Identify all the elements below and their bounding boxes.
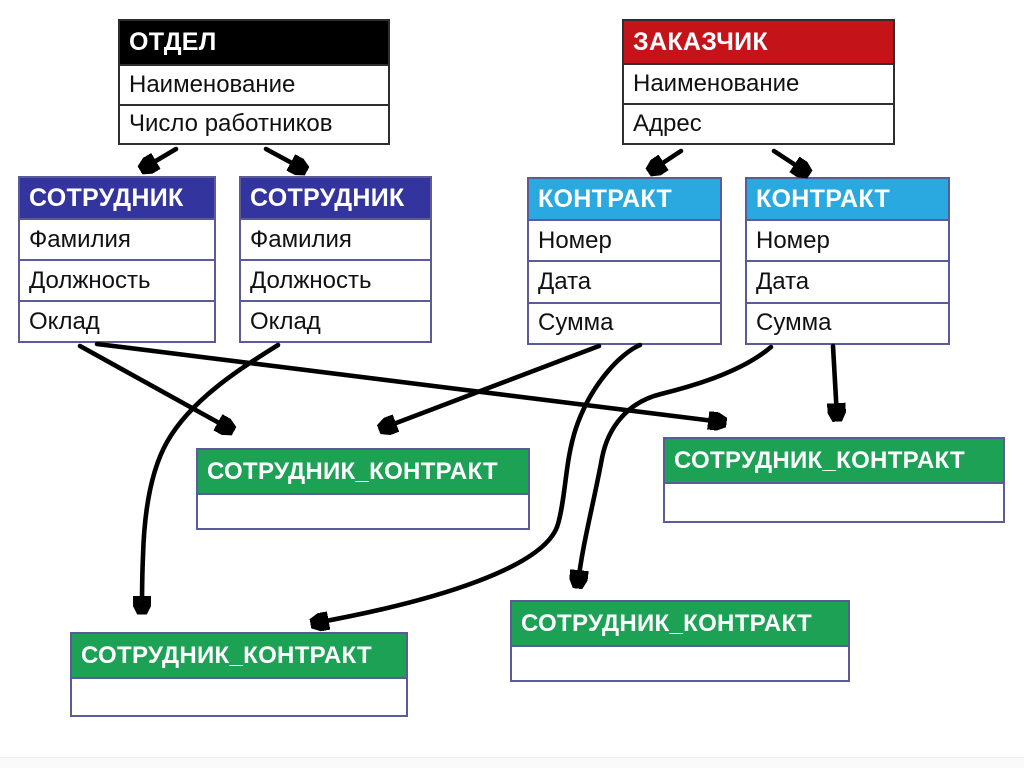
entity-zakazchik-row-1: Адрес	[624, 103, 893, 143]
entity-sotrudnik-2-row-1: Должность	[241, 259, 430, 300]
entity-zakazchik-row-0: Наименование	[624, 63, 893, 103]
entity-kontrakt-2-title: КОНТРАКТ	[747, 179, 948, 219]
entity-sotrudnik-kontrakt-2: СОТРУДНИК_КОНТРАКТ	[663, 437, 1005, 523]
entity-sotrudnik-2-row-2: Оклад	[241, 300, 430, 341]
entity-kontrakt-2-row-1: Дата	[747, 260, 948, 302]
entity-kontrakt-1-title: КОНТРАКТ	[529, 179, 720, 219]
entity-otdel-title: ОТДЕЛ	[120, 21, 388, 64]
entity-sotrudnik-2: СОТРУДНИК Фамилия Должность Оклад	[239, 176, 432, 343]
entity-otdel: ОТДЕЛ Наименование Число работников	[118, 19, 390, 145]
arrow-otdel-to-sotrudnik-1	[144, 146, 179, 168]
entity-sotrudnik-kontrakt-3: СОТРУДНИК_КОНТРАКТ	[70, 632, 408, 717]
entity-sotrudnik-1-row-2: Оклад	[20, 300, 214, 341]
entity-kontrakt-1-row-2: Сумма	[529, 301, 720, 343]
arrow-otdel-to-sotrudnik-2	[263, 146, 303, 169]
entity-kontrakt-1-row-1: Дата	[529, 260, 720, 302]
bottom-strip	[0, 757, 1024, 768]
entity-sotrudnik-2-title: СОТРУДНИК	[241, 178, 430, 218]
entity-sotrudnik-1: СОТРУДНИК Фамилия Должность Оклад	[18, 176, 216, 343]
entity-sotrudnik-kontrakt-4-title: СОТРУДНИК_КОНТРАКТ	[512, 602, 848, 645]
entity-zakazchik: ЗАКАЗЧИК Наименование Адрес	[622, 19, 895, 145]
arrow-kontrakt-2-to-sotrudnik-kontrakt-2	[833, 343, 837, 417]
entity-kontrakt-2-row-0: Номер	[747, 219, 948, 261]
entity-otdel-row-0: Наименование	[120, 64, 388, 104]
entity-otdel-row-1: Число работников	[120, 103, 388, 143]
entity-sotrudnik-kontrakt-4-body	[512, 645, 848, 680]
arrow-zakazchik-to-kontrakt-1	[652, 148, 684, 170]
entity-kontrakt-1-row-0: Номер	[529, 219, 720, 261]
entity-kontrakt-2: КОНТРАКТ Номер Дата Сумма	[745, 177, 950, 345]
entity-sotrudnik-1-row-1: Должность	[20, 259, 214, 300]
entity-sotrudnik-kontrakt-4: СОТРУДНИК_КОНТРАКТ	[510, 600, 850, 682]
entity-sotrudnik-kontrakt-1-title: СОТРУДНИК_КОНТРАКТ	[198, 450, 528, 493]
arrow-kontrakt-1-to-sotrudnik-kontrakt-1	[383, 343, 602, 428]
entity-sotrudnik-kontrakt-3-title: СОТРУДНИК_КОНТРАКТ	[72, 634, 406, 677]
entity-sotrudnik-2-row-0: Фамилия	[241, 218, 430, 259]
entity-sotrudnik-kontrakt-1: СОТРУДНИК_КОНТРАКТ	[196, 448, 530, 530]
entity-sotrudnik-kontrakt-3-body	[72, 677, 406, 715]
entity-sotrudnik-1-row-0: Фамилия	[20, 218, 214, 259]
arrow-sotrudnik-1-to-sotrudnik-kontrakt-2	[94, 341, 722, 422]
entity-kontrakt-1: КОНТРАКТ Номер Дата Сумма	[527, 177, 722, 345]
entity-sotrudnik-kontrakt-2-body	[665, 482, 1003, 521]
arrow-sotrudnik-1-to-sotrudnik-kontrakt-1	[77, 343, 230, 429]
arrow-zakazchik-to-kontrakt-2	[771, 148, 806, 172]
entity-sotrudnik-kontrakt-2-title: СОТРУДНИК_КОНТРАКТ	[665, 439, 1003, 482]
entity-kontrakt-2-row-2: Сумма	[747, 301, 948, 343]
entity-sotrudnik-1-title: СОТРУДНИК	[20, 178, 214, 218]
entity-zakazchik-title: ЗАКАЗЧИК	[624, 21, 893, 63]
entity-sotrudnik-kontrakt-1-body	[198, 493, 528, 528]
